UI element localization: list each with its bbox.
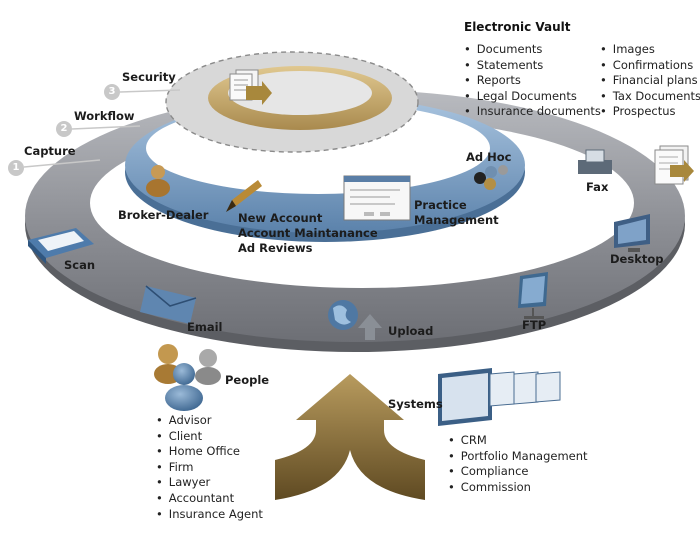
people-item: Client (156, 429, 263, 445)
step-lines (23, 89, 181, 168)
pen-icon (226, 180, 262, 212)
security-label: Security (122, 70, 176, 84)
people-title: People (225, 373, 270, 387)
systems-item: Portfolio Management (448, 449, 588, 465)
ftp-monitor-icon (518, 272, 548, 319)
step-2-number: 2 (56, 121, 72, 137)
vault-item: Tax Documents (600, 89, 700, 105)
upload-icon (328, 300, 382, 340)
upload-label: Upload (388, 324, 434, 338)
vault-item: Prospectus (600, 104, 700, 120)
management-line: Management (414, 213, 499, 227)
fax-icon (578, 149, 612, 174)
capture-label: Capture (24, 144, 76, 158)
people-item: Insurance Agent (156, 507, 263, 523)
new-account-label: New Account Account Maintanance Ad Revie… (238, 211, 378, 256)
scanner-icon (28, 228, 94, 264)
vault-list-1: Documents Statements Reports Legal Docum… (464, 42, 601, 120)
practice-screen-icon (343, 175, 411, 221)
desktop-icon (614, 214, 650, 252)
systems-item: Commission (448, 480, 588, 496)
systems-title: Systems (388, 397, 443, 411)
vault-item: Confirmations (600, 58, 700, 74)
practice-management-label: Practice Management (414, 198, 499, 228)
ad-reviews-line: Ad Reviews (238, 241, 313, 255)
vault-item: Insurance documents (464, 104, 601, 120)
scan-label: Scan (64, 258, 96, 272)
systems-screens-icon (438, 368, 561, 426)
vault-list-2: Images Confirmations Financial plans Tax… (600, 42, 700, 120)
vault-item: Financial plans (600, 73, 700, 89)
people-item: Home Office (156, 444, 263, 460)
vault-document-icon (654, 145, 694, 185)
new-account-line: New Account (238, 211, 323, 225)
practice-line: Practice (414, 198, 467, 212)
ad-hoc-label: Ad Hoc (466, 150, 512, 164)
people-item: Firm (156, 460, 263, 476)
vault-item: Documents (464, 42, 601, 58)
systems-list: CRM Portfolio Management Compliance Comm… (448, 433, 588, 495)
people-item: Advisor (156, 413, 263, 429)
envelope-icon (140, 285, 197, 324)
vault-item: Legal Documents (464, 89, 601, 105)
vault-item: Statements (464, 58, 601, 74)
systems-item: CRM (448, 433, 588, 449)
people-item: Lawyer (156, 475, 263, 491)
ad-hoc-icon (474, 165, 508, 190)
desktop-label: Desktop (610, 252, 664, 266)
document-stack-icon (229, 69, 272, 105)
vault-item: Images (600, 42, 700, 58)
systems-item: Compliance (448, 464, 588, 480)
workflow-label: Workflow (74, 109, 135, 123)
email-label: Email (187, 320, 223, 334)
convergence-arrow-icon (275, 374, 425, 500)
vault-title: Electronic Vault (464, 20, 571, 34)
vault-item: Reports (464, 73, 601, 89)
broker-dealer-label: Broker-Dealer (118, 208, 209, 222)
ftp-label: FTP (522, 318, 547, 332)
people-group-icon (154, 344, 221, 411)
account-maintenance-line: Account Maintanance (238, 226, 378, 240)
people-item: Accountant (156, 491, 263, 507)
broker-dealer-icon (146, 165, 170, 197)
fax-label: Fax (586, 180, 609, 194)
step-1-number: 1 (8, 160, 24, 176)
security-ring (165, 51, 419, 153)
people-list: Advisor Client Home Office Firm Lawyer A… (156, 413, 263, 522)
step-3-number: 3 (104, 84, 120, 100)
